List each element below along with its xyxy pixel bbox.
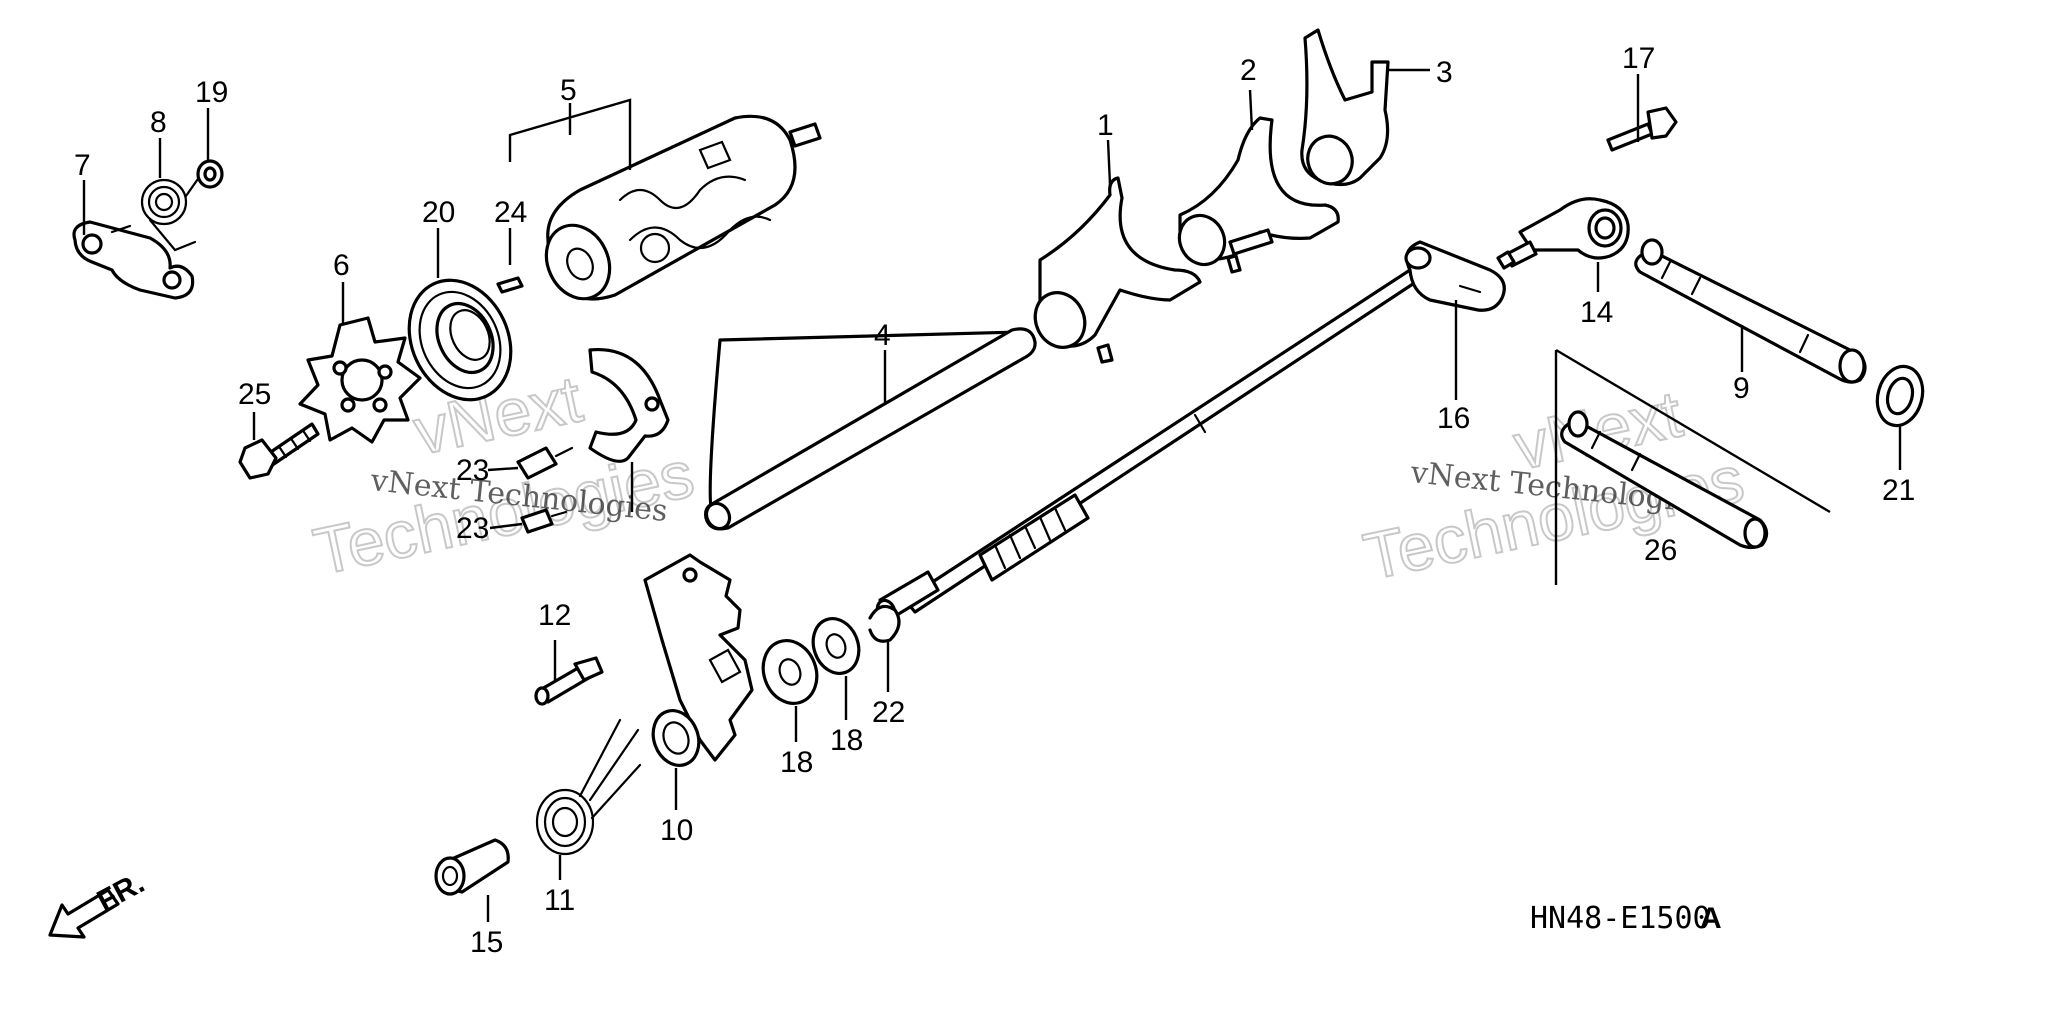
callout-7: 7 — [74, 149, 91, 182]
callout-11: 11 — [544, 884, 575, 917]
callouts: 1 2 3 4 5 6 7 8 9 10 11 12 14 15 16 17 1… — [74, 42, 1915, 959]
callout-23a: 23 — [456, 454, 489, 487]
part-17-bolt — [1606, 106, 1678, 152]
part-5-shift-drum — [544, 114, 822, 301]
callout-25: 25 — [238, 378, 271, 411]
part-19-washer — [196, 159, 224, 189]
callout-18b: 18 — [830, 724, 863, 757]
part-18-washer-a — [761, 639, 819, 705]
part-23-screw-upper — [516, 446, 574, 480]
part-18-washer-b — [811, 617, 861, 675]
part-26-shaft — [1554, 348, 1831, 585]
part-12-bolt — [534, 656, 604, 706]
drawing-code: HN48-E1500 A — [1530, 901, 1722, 936]
callout-5: 5 — [560, 74, 577, 107]
part-21-oil-seal — [1875, 364, 1925, 428]
callout-1: 1 — [1097, 109, 1114, 142]
callout-3: 3 — [1436, 56, 1453, 89]
part-20-bearing — [407, 278, 513, 402]
part-7-bracket — [72, 220, 195, 300]
callout-12: 12 — [538, 599, 571, 632]
drawing-code-suffix: A — [1700, 902, 1722, 935]
callout-26: 26 — [1644, 534, 1677, 567]
part-9-shaft — [1634, 238, 1867, 384]
front-direction-arrow: FR. — [48, 866, 150, 939]
part-15-collar — [434, 838, 510, 896]
part-11-spring — [535, 718, 642, 856]
part-23-screw-lower — [520, 508, 568, 534]
part-10-shift-plate — [643, 553, 754, 767]
callout-18a: 18 — [780, 746, 813, 779]
part-2-shift-fork — [1177, 116, 1340, 274]
callout-20: 20 — [422, 196, 455, 229]
part-25-bolt — [238, 422, 320, 480]
leader-lines — [82, 68, 1902, 922]
callout-21: 21 — [1882, 474, 1915, 507]
callout-10: 10 — [660, 814, 693, 847]
callout-23b: 23 — [456, 512, 489, 545]
callout-19: 19 — [195, 76, 228, 109]
part-4-shaft — [704, 327, 1037, 531]
callout-6: 6 — [333, 249, 350, 282]
callout-16: 16 — [1437, 402, 1470, 435]
part-14-shift-arm — [1496, 197, 1630, 270]
part-16-gearshift-spindle — [875, 240, 1506, 622]
callout-15: 15 — [470, 926, 503, 959]
callout-4: 4 — [874, 319, 891, 352]
callout-24: 24 — [494, 196, 527, 229]
callout-2: 2 — [1240, 54, 1257, 87]
part-6-star-plate — [298, 316, 422, 444]
callout-9: 9 — [1733, 372, 1750, 405]
part-24-pin — [496, 276, 524, 294]
callout-14: 14 — [1580, 296, 1613, 329]
part-3-shift-fork — [1300, 28, 1390, 187]
callout-8: 8 — [150, 106, 167, 139]
part-13-arc-plate — [588, 347, 670, 463]
callout-17: 17 — [1622, 42, 1655, 75]
part-22-circlip — [868, 604, 901, 643]
drawing-code-text: HN48-E1500 — [1530, 901, 1711, 936]
callout-22: 22 — [872, 696, 905, 729]
part-1-shift-fork — [1033, 176, 1202, 364]
